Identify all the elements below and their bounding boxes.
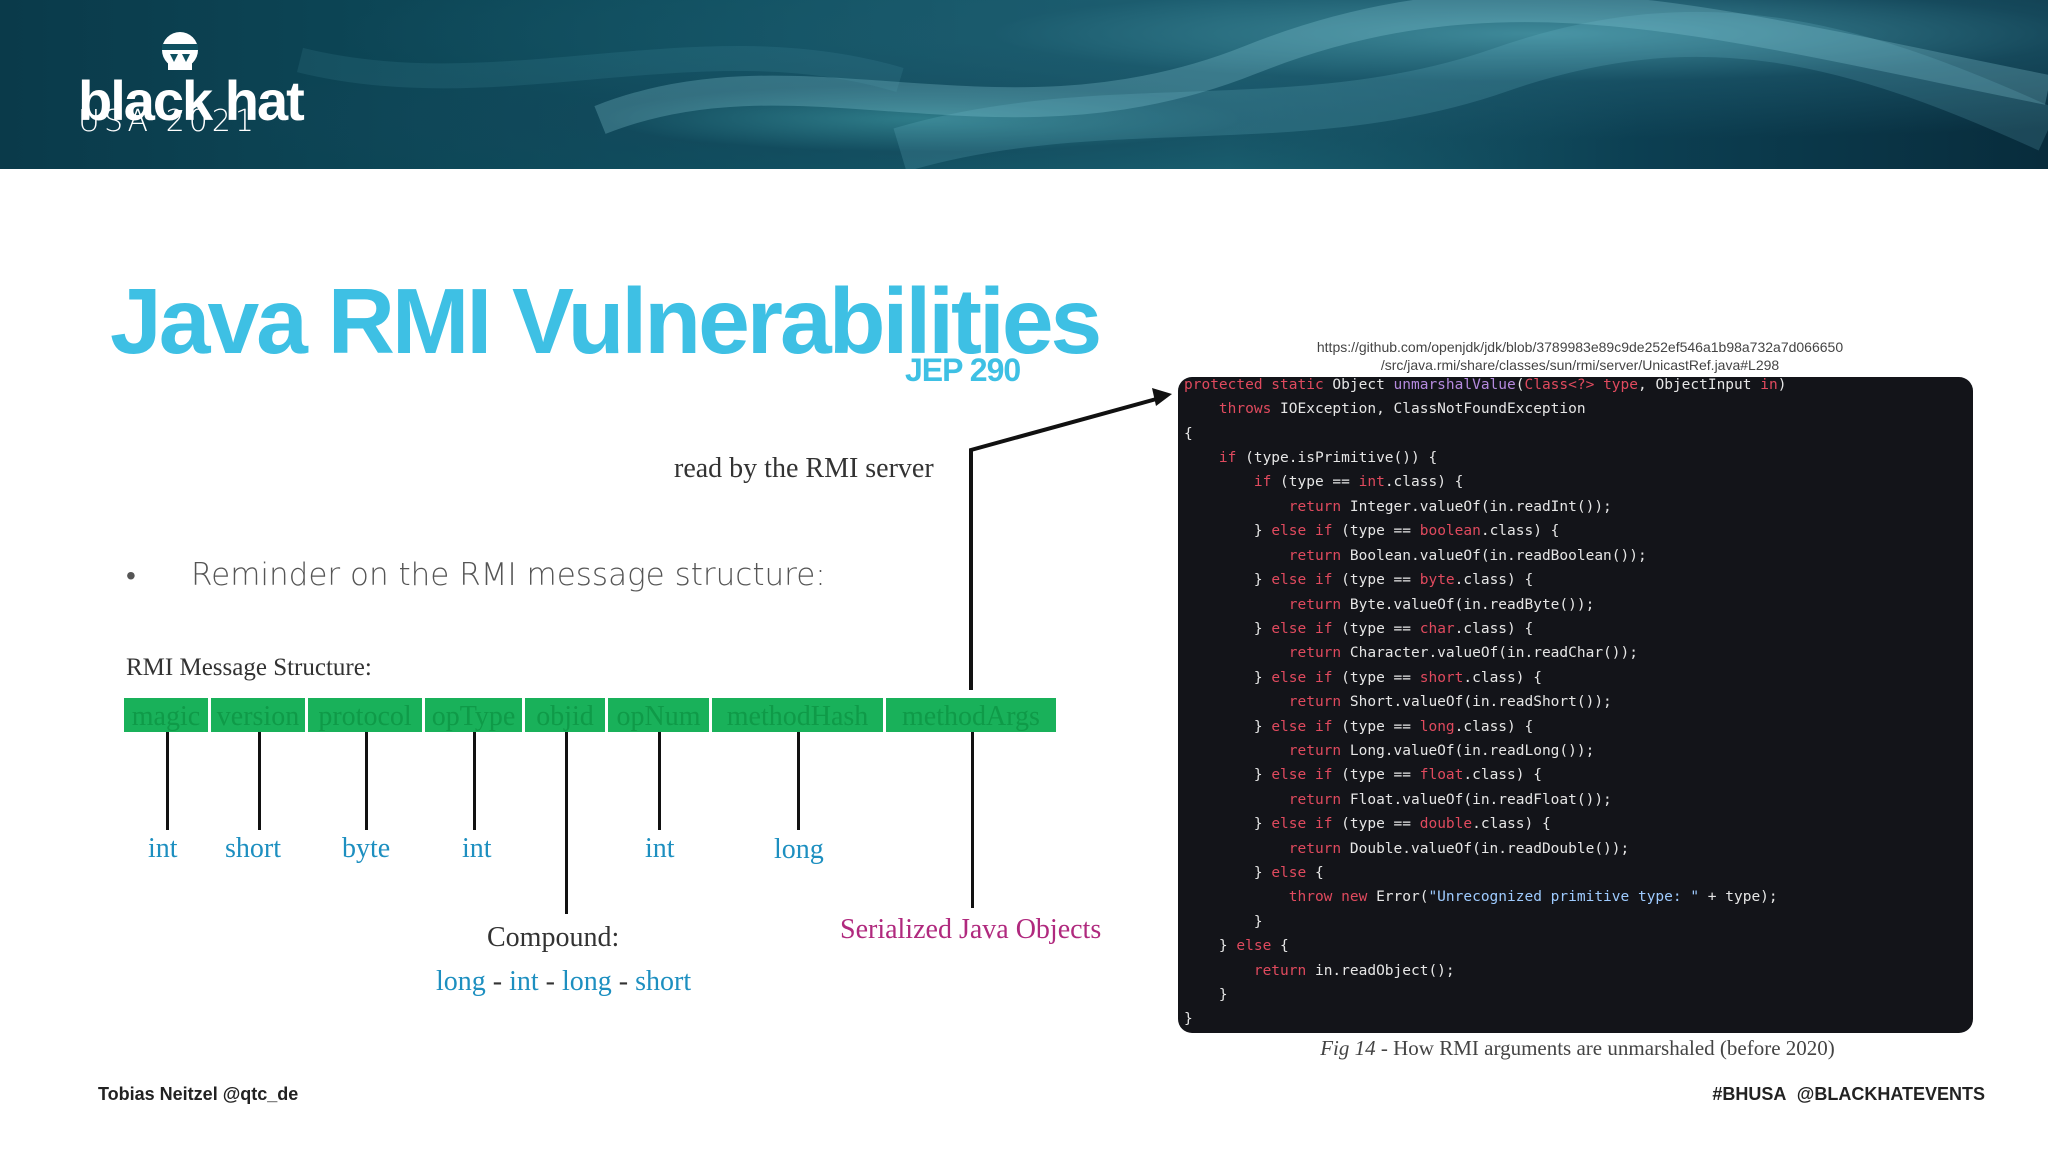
type-optype: int bbox=[462, 833, 492, 864]
hat-icon bbox=[162, 32, 198, 70]
connector-methodargs bbox=[971, 732, 974, 908]
code-line: } else { bbox=[1184, 865, 1324, 881]
footer-hashtags: #BHUSA @BLACKHATEVENTS bbox=[1712, 1084, 1985, 1105]
code-line: } else if (type == byte.class) { bbox=[1184, 572, 1534, 588]
code-line: return Character.valueOf(in.readChar()); bbox=[1288, 645, 1638, 661]
footer-tag: #BHUSA bbox=[1712, 1084, 1786, 1104]
figure-caption-text: - How RMI arguments are unmarshaled (bef… bbox=[1375, 1036, 1835, 1060]
code-line: return Long.valueOf(in.readLong()); bbox=[1288, 743, 1595, 759]
field-methodhash: methodHash bbox=[712, 698, 883, 732]
serialized-objects-label: Serialized Java Objects bbox=[840, 914, 1102, 945]
code-line: } else if (type == long.class) { bbox=[1184, 719, 1534, 735]
footer-author: Tobias Neitzel @qtc_de bbox=[98, 1084, 299, 1104]
code-line: } else if (type == short.class) { bbox=[1184, 670, 1542, 686]
source-url: https://github.com/openjdk/jdk/blob/3789… bbox=[1180, 338, 1980, 374]
bullet-text: Reminder on the RMI message structure: bbox=[191, 557, 826, 593]
code-line: if (type == int.class) { bbox=[1253, 474, 1464, 490]
code-line: return Integer.valueOf(in.readInt()); bbox=[1288, 499, 1612, 515]
field-protocol: protocol bbox=[308, 698, 422, 732]
type-version: short bbox=[225, 833, 281, 864]
type-magic: int bbox=[148, 833, 178, 864]
compound-type: int bbox=[509, 966, 539, 997]
compound-sep: - bbox=[492, 966, 503, 997]
compound-type: short bbox=[635, 966, 692, 997]
code-line: return in.readObject(); bbox=[1253, 963, 1455, 979]
code-line: } bbox=[1184, 914, 1263, 930]
source-url-line2: /src/java.rmi/share/classes/sun/rmi/serv… bbox=[1380, 357, 1780, 373]
code-line: return Short.valueOf(in.readShort()); bbox=[1288, 694, 1612, 710]
header-banner: black hat USA 2021 bbox=[0, 0, 2048, 169]
slide-subtitle: JEP 290 bbox=[905, 352, 1021, 388]
code-line: } else if (type == double.class) { bbox=[1184, 816, 1551, 832]
type-methodhash: long bbox=[774, 834, 824, 865]
structure-label: RMI Message Structure: bbox=[126, 654, 372, 681]
code-line: } else { bbox=[1184, 938, 1289, 954]
footer-handle: @BLACKHATEVENTS bbox=[1796, 1084, 1985, 1104]
code-line: } else if (type == float.class) { bbox=[1184, 767, 1542, 783]
connector-version bbox=[258, 732, 261, 830]
field-methodargs: methodArgs bbox=[886, 698, 1056, 732]
code-line: } bbox=[1184, 987, 1228, 1003]
compound-sep: - bbox=[545, 966, 555, 997]
bullet-dot: • bbox=[126, 560, 136, 591]
field-optype: opType bbox=[425, 698, 522, 732]
field-version: version bbox=[211, 698, 305, 732]
code-line: return Byte.valueOf(in.readByte()); bbox=[1288, 597, 1595, 613]
code-line: protected static Object unmarshalValue(C… bbox=[1184, 377, 1787, 393]
connector-magic bbox=[166, 732, 169, 830]
figure-number: Fig 14 bbox=[1320, 1036, 1376, 1060]
compound-type: long bbox=[436, 966, 486, 997]
compound-type: long bbox=[562, 966, 612, 997]
code-panel: protected static Object unmarshalValue(C… bbox=[1178, 377, 1973, 1033]
connector-objid bbox=[565, 732, 568, 914]
compound-sep: - bbox=[618, 966, 629, 997]
code-line: if (type.isPrimitive()) { bbox=[1218, 450, 1438, 466]
code-line: } else if (type == boolean.class) { bbox=[1184, 523, 1560, 539]
compound-types: long - int - long - short bbox=[436, 966, 691, 998]
type-protocol: byte bbox=[342, 833, 391, 864]
code-line: return Float.valueOf(in.readFloat()); bbox=[1288, 792, 1612, 808]
connector-protocol bbox=[365, 732, 368, 830]
field-magic: magic bbox=[124, 698, 208, 732]
banner-wave-decoration bbox=[296, 0, 2048, 169]
field-objid: objid bbox=[525, 698, 605, 732]
type-opnum: int bbox=[645, 833, 675, 864]
code-line: { bbox=[1184, 426, 1193, 442]
code-line: return Double.valueOf(in.readDouble()); bbox=[1288, 841, 1630, 857]
logo-event-year: USA 2021 bbox=[78, 104, 258, 139]
field-opnum: opNum bbox=[608, 698, 709, 732]
slide-title: Java RMI Vulnerabilities bbox=[110, 269, 1102, 373]
code-line: throw new Error("Unrecognized primitive … bbox=[1288, 889, 1778, 905]
code-line: } else if (type == char.class) { bbox=[1184, 621, 1534, 637]
source-url-line1: https://github.com/openjdk/jdk/blob/3789… bbox=[1316, 339, 1844, 355]
blackhat-logo: black hat bbox=[78, 28, 348, 148]
code-line: throws IOException, ClassNotFoundExcepti… bbox=[1218, 401, 1586, 417]
connector-methodhash bbox=[797, 732, 800, 830]
compound-label: Compound: bbox=[487, 922, 620, 953]
read-by-server-label: read by the RMI server bbox=[674, 453, 934, 484]
code-line: } bbox=[1184, 1011, 1193, 1027]
logo-wordmark: black hat bbox=[78, 69, 305, 132]
connector-optype bbox=[473, 732, 476, 830]
figure-caption: Fig 14 - How RMI arguments are unmarshal… bbox=[1180, 1036, 1975, 1061]
connector-opnum bbox=[658, 732, 661, 830]
code-line: return Boolean.valueOf(in.readBoolean())… bbox=[1288, 548, 1647, 564]
